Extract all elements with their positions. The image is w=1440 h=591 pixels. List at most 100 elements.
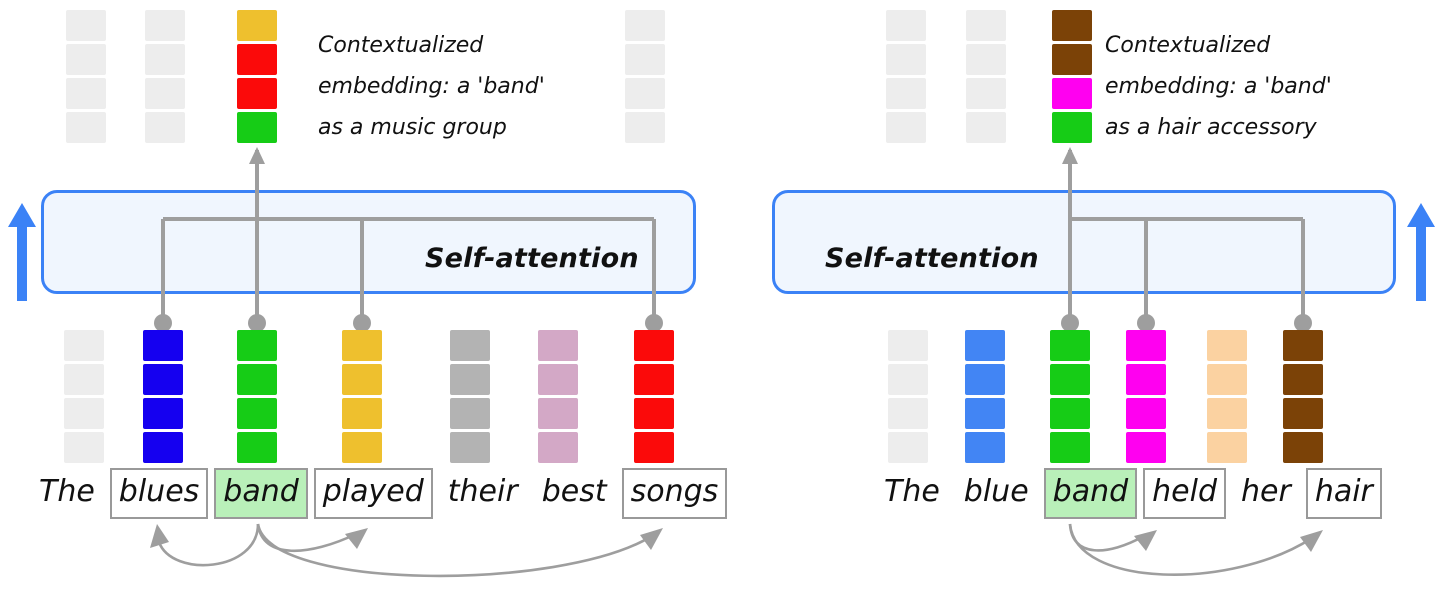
embedding-cell xyxy=(888,432,928,463)
embedding-cell xyxy=(886,10,926,41)
embedding-cell xyxy=(1207,364,1247,395)
embedding-cell xyxy=(634,364,674,395)
self-attention-box xyxy=(41,190,696,294)
sentence-word-blue[interactable]: blue xyxy=(963,474,1029,509)
input-stack-band xyxy=(237,330,277,463)
embedding-cell xyxy=(143,364,183,395)
embedding-cell xyxy=(237,364,277,395)
input-stack-songs xyxy=(634,330,674,463)
embedding-cell xyxy=(625,10,665,41)
embedding-cell xyxy=(342,330,382,361)
embedding-cell xyxy=(965,398,1005,429)
embedding-cell xyxy=(1126,398,1166,429)
caption-left: Contextualized embedding: a 'band' as a … xyxy=(318,25,545,148)
embedding-cell xyxy=(237,44,277,75)
input-stack-the xyxy=(888,330,928,463)
embedding-cell xyxy=(966,112,1006,143)
embedding-cell xyxy=(886,44,926,75)
embedding-cell xyxy=(538,398,578,429)
sentence-word-songs[interactable]: songs xyxy=(621,468,728,519)
embedding-cell xyxy=(66,44,106,75)
input-stack-played xyxy=(342,330,382,463)
embedding-cell xyxy=(66,112,106,143)
embedding-cell xyxy=(237,432,277,463)
embedding-cell xyxy=(342,364,382,395)
embedding-cell xyxy=(634,330,674,361)
embedding-cell xyxy=(450,432,490,463)
embedding-cell xyxy=(237,330,277,361)
sentence-word-held[interactable]: held xyxy=(1143,468,1226,519)
sentence-word-the[interactable]: The xyxy=(39,474,95,509)
embedding-cell xyxy=(450,398,490,429)
input-stack-band xyxy=(1050,330,1090,463)
embedding-cell xyxy=(1207,330,1247,361)
embedding-cell xyxy=(342,398,382,429)
embedding-cell xyxy=(966,10,1006,41)
input-stack-blue xyxy=(965,330,1005,463)
embedding-cell xyxy=(538,432,578,463)
embedding-cell xyxy=(145,44,185,75)
embedding-cell xyxy=(145,112,185,143)
sentence-word-their[interactable]: their xyxy=(447,474,518,509)
input-stack-the xyxy=(64,330,104,463)
embedding-cell xyxy=(625,112,665,143)
embedding-cell xyxy=(450,330,490,361)
embedding-cell xyxy=(634,398,674,429)
sentence-word-the[interactable]: The xyxy=(884,474,940,509)
embedding-cell xyxy=(886,78,926,109)
input-stack-their xyxy=(450,330,490,463)
input-stack-blues xyxy=(143,330,183,463)
embedding-cell xyxy=(1283,330,1323,361)
embedding-cell xyxy=(538,330,578,361)
flow-arrow-icon xyxy=(1407,203,1435,301)
output-stack-1 xyxy=(886,10,926,143)
embedding-cell xyxy=(966,78,1006,109)
embedding-cell xyxy=(1283,398,1323,429)
embedding-cell xyxy=(450,364,490,395)
caption-line-1: Contextualized xyxy=(1105,33,1271,58)
self-attention-label: Self-attention xyxy=(425,243,639,274)
embedding-cell xyxy=(1050,330,1090,361)
sentence-word-hair[interactable]: hair xyxy=(1305,468,1382,519)
input-stack-held xyxy=(1126,330,1166,463)
embedding-cell xyxy=(66,10,106,41)
embedding-cell xyxy=(237,78,277,109)
sentence-word-her[interactable]: her xyxy=(1241,474,1291,509)
embedding-cell xyxy=(237,398,277,429)
embedding-cell xyxy=(965,432,1005,463)
embedding-cell xyxy=(1283,364,1323,395)
embedding-cell xyxy=(966,44,1006,75)
embedding-cell xyxy=(1052,112,1092,143)
embedding-cell xyxy=(1052,44,1092,75)
embedding-cell xyxy=(1207,432,1247,463)
embedding-cell xyxy=(965,330,1005,361)
self-attention-box xyxy=(772,190,1396,294)
input-stack-hair xyxy=(1283,330,1323,463)
sentence-word-band[interactable]: band xyxy=(1043,468,1138,519)
embedding-cell xyxy=(888,364,928,395)
embedding-cell xyxy=(342,432,382,463)
embedding-cell xyxy=(888,330,928,361)
sentence-word-played[interactable]: played xyxy=(313,468,433,519)
embedding-cell xyxy=(538,364,578,395)
input-stack-her xyxy=(1207,330,1247,463)
embedding-cell xyxy=(965,364,1005,395)
sentence-word-blues[interactable]: blues xyxy=(109,468,209,519)
embedding-cell xyxy=(64,364,104,395)
embedding-cell xyxy=(888,398,928,429)
embedding-cell xyxy=(143,398,183,429)
embedding-cell xyxy=(625,78,665,109)
embedding-cell xyxy=(1050,364,1090,395)
embedding-cell xyxy=(634,432,674,463)
embedding-cell xyxy=(1052,10,1092,41)
embedding-cell xyxy=(145,10,185,41)
embedding-cell xyxy=(64,398,104,429)
sentence-word-best[interactable]: best xyxy=(541,474,607,509)
caption-line-2: embedding: a 'band' xyxy=(318,74,545,99)
caption-line-2: embedding: a 'band' xyxy=(1105,74,1332,99)
output-stack-1 xyxy=(66,10,106,143)
caption-right: Contextualized embedding: a 'band' as a … xyxy=(1105,25,1332,148)
sentence-word-band[interactable]: band xyxy=(214,468,308,519)
